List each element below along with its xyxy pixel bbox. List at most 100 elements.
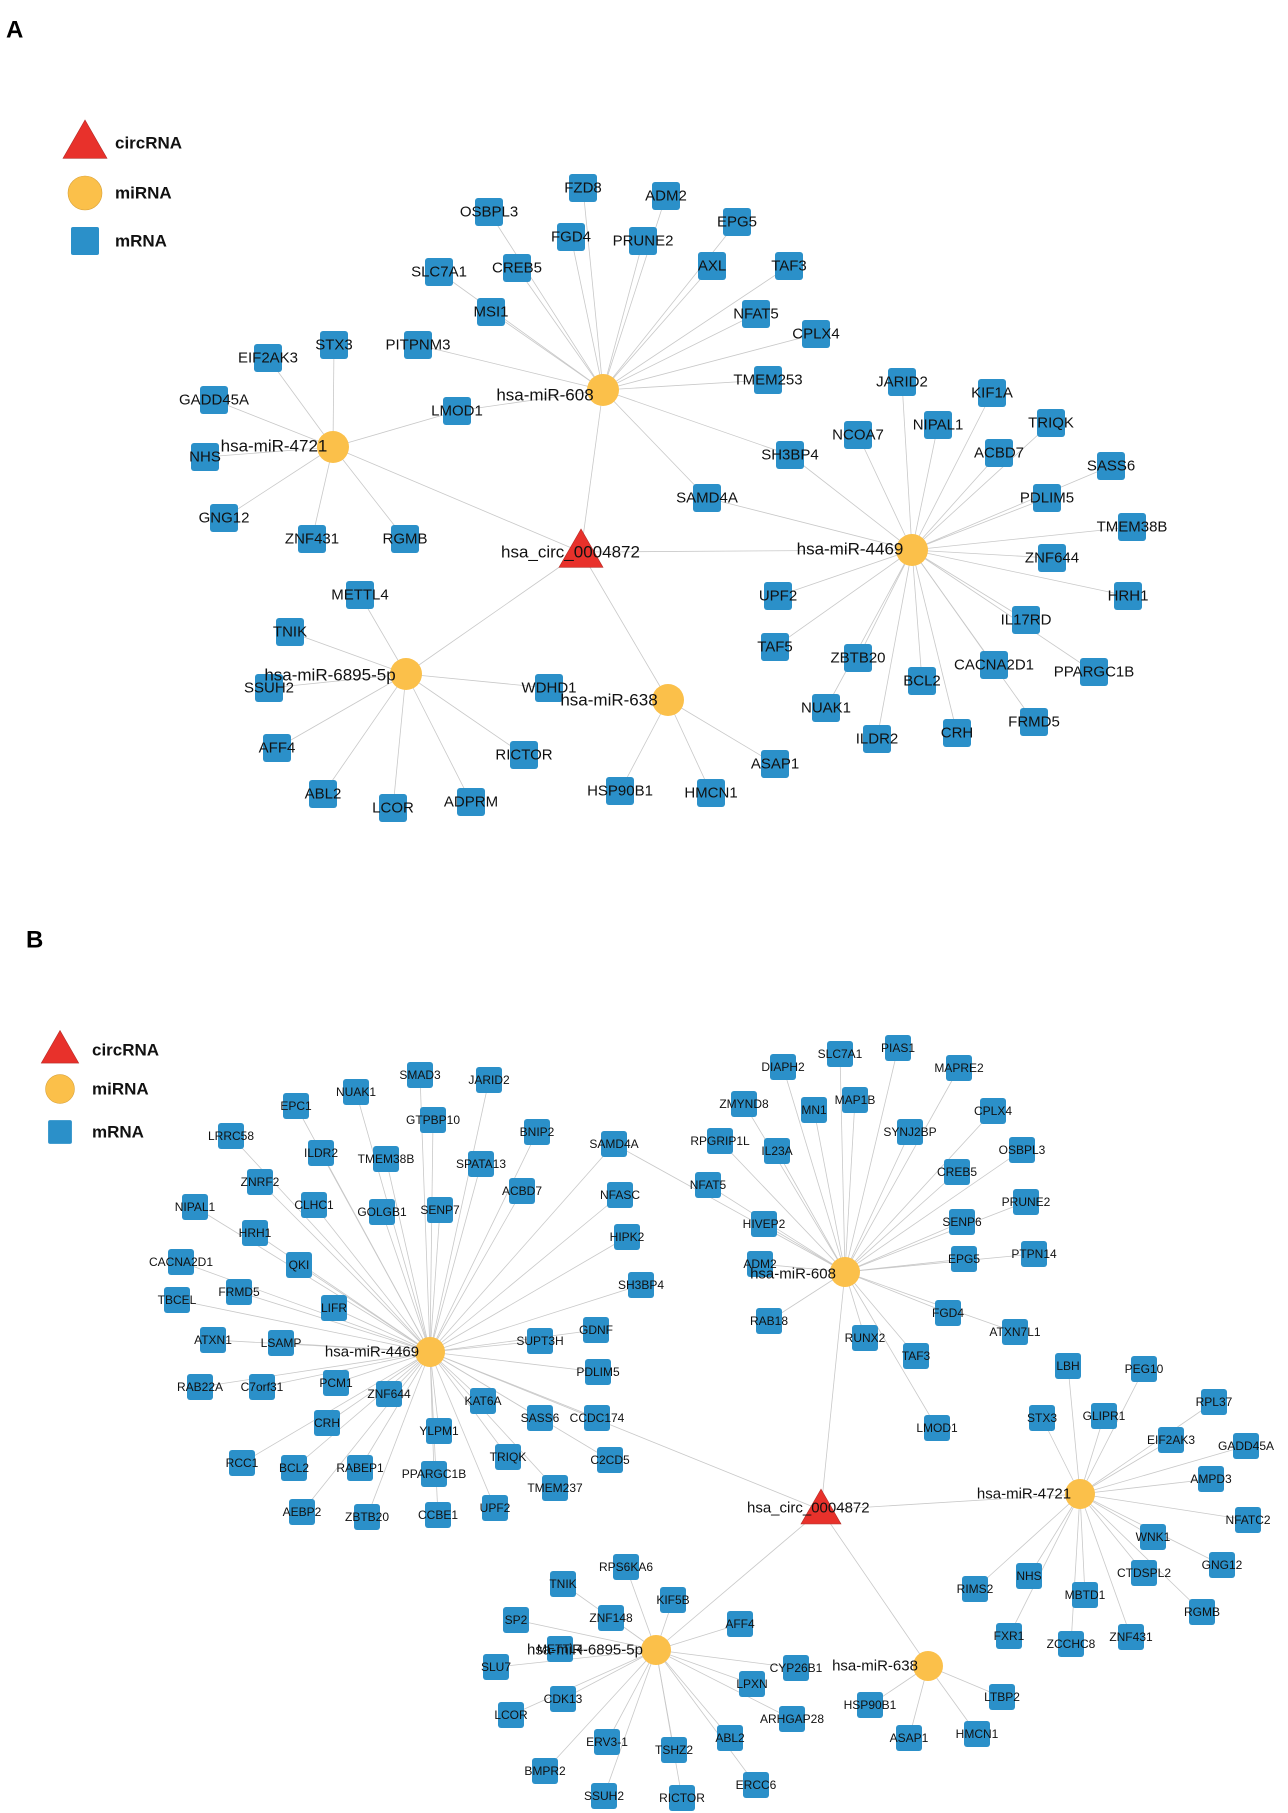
panel-b-mrna-label-atxn1: ATXN1	[194, 1333, 232, 1347]
panel-a-mrna-node-pitpnm3	[404, 331, 432, 359]
panel-b-mrna-node-sass6	[527, 1405, 553, 1431]
panel-a-circrna-node	[558, 528, 604, 568]
panel-a-mrna-node-taf3	[775, 252, 803, 280]
panel-b-mrna-node-upf2	[482, 1495, 508, 1521]
panel-b-mirna-label-hsa-mir-638: hsa-miR-638	[832, 1658, 918, 1675]
panel-a-mrna-node-eif2ak3	[254, 344, 282, 372]
panel-a-edge-hsa-mir-608-sh3bp4	[602, 389, 791, 456]
panel-a-edge-hsa-mir-6895-5p-ssuh2	[268, 673, 407, 689]
panel-b-edge-hsa-mir-4469-rcc1	[241, 1351, 431, 1464]
panel-a-edge-hsa-mir-638-hmcn1	[667, 699, 712, 794]
panel-b-edge-hsa-mir-6895-5p-ercc6	[655, 1649, 757, 1786]
panel-a-mrna-label-abl2: ABL2	[305, 786, 342, 803]
panel-b-edge-hsa-mir-4469-zbtb20	[366, 1351, 431, 1518]
panel-b-edge-hsa-mir-6895-5p-erv3-1	[606, 1649, 657, 1743]
panel-b-mrna-label-tnik: TNIK	[549, 1577, 576, 1591]
panel-a-mrna-label-asap1: ASAP1	[751, 756, 799, 773]
panel-b-mrna-node-senp6	[949, 1209, 975, 1235]
panel-b-mrna-label-aff4: AFF4	[725, 1617, 755, 1631]
panel-b-mrna-label-slc7a1: SLC7A1	[818, 1047, 863, 1061]
panel-b-mrna-label-rgmb: RGMB	[1184, 1605, 1220, 1619]
panel-b-mrna-label-mapre2: MAPRE2	[934, 1061, 984, 1075]
panel-a-mrna-node-wdhd1	[535, 674, 563, 702]
panel-b-edge-hsa-mir-4469-frmd5	[238, 1291, 431, 1353]
panel-b-edge-hsa-mir-608-prune2	[844, 1201, 1027, 1273]
panel-a-mirna-node-hsa-mir-4469	[896, 534, 928, 566]
panel-a-mrna-node-lcor	[379, 794, 407, 822]
panel-a-mrna-node-taf5	[761, 633, 789, 661]
panel-b-mrna-label-il23a: IL23A	[761, 1144, 792, 1158]
panel-b-mrna-label-rpgrip1l: RPGRIP1L	[690, 1134, 750, 1148]
panel-a-mrna-label-nuak1: NUAK1	[801, 700, 851, 717]
panel-b-mrna-node-runx2	[852, 1325, 878, 1351]
panel-b-mrna-node-rgmb	[1189, 1599, 1215, 1625]
panel-a-mirna-node-hsa-mir-608	[587, 374, 619, 406]
panel-b-mrna-node-mapre2	[946, 1055, 972, 1081]
panel-b-edge-hsa-mir-6895-5p-bmpr2	[544, 1649, 657, 1772]
panel-b-mrna-label-mettl4: METTL4	[537, 1642, 583, 1656]
panel-a-mrna-node-bcl2	[908, 667, 936, 695]
panel-a-mirna-label-hsa-mir-4469: hsa-miR-4469	[797, 540, 904, 559]
panel-b-edge-hsa-mir-4721-ctdspl2	[1079, 1493, 1145, 1574]
panel-a-mrna-label-adm2: ADM2	[645, 188, 687, 205]
panel-a-mrna-node-hsp90b1	[606, 777, 634, 805]
panel-b-mrna-label-abl2: ABL2	[715, 1731, 745, 1745]
panel-a-edge-hsa-mir-608-slc7a1	[438, 271, 604, 391]
panel-b-mrna-label-acbd7: ACBD7	[502, 1184, 542, 1198]
panel-b-mrna-label-zcchc8: ZCCHC8	[1047, 1637, 1096, 1651]
panel-b-circrna-node	[800, 1488, 842, 1525]
panel-a-mrna-node-cplx4	[802, 320, 830, 348]
panel-b-mrna-label-senp7: SENP7	[420, 1203, 460, 1217]
panel-a-mrna-label-bcl2: BCL2	[903, 673, 941, 690]
panel-b-mrna-node-qki	[286, 1252, 312, 1278]
panel-a-mrna-node-tmem38b	[1118, 513, 1146, 541]
panel-a-edge-hsa-mir-6895-5p-rictor	[405, 673, 525, 756]
panel-b-mrna-node-ylpm1	[426, 1418, 452, 1444]
panel-a-mrna-node-stx3	[320, 331, 348, 359]
panel-a-mrna-node-znf644	[1038, 544, 1066, 572]
panel-b-edge-hsa-mir-608-ptpn14	[844, 1253, 1035, 1273]
panel-b-mrna-node-rps6ka6	[613, 1554, 639, 1580]
panel-b-mrna-node-arhgap28	[779, 1706, 805, 1732]
panel-a-mirna-label-hsa-mir-4721: hsa-miR-4721	[221, 437, 328, 456]
panel-a-mrna-node-ssuh2	[255, 674, 283, 702]
panel-b-mrna-node-synj2bp	[897, 1119, 923, 1145]
panel-b-mrna-node-pias1	[885, 1035, 911, 1061]
panel-b-edge-hsa-mir-608-senp6	[844, 1221, 963, 1273]
panel-b-mirna-label-hsa-mir-608: hsa-miR-608	[750, 1266, 836, 1283]
panel-a-circrna-label: hsa_circ_0004872	[501, 543, 640, 562]
panel-b-mrna-label-fxr1: FXR1	[994, 1629, 1025, 1643]
panel-b-mrna-label-creb5: CREB5	[937, 1165, 977, 1179]
panel-b-mrna-label-runx2: RUNX2	[845, 1331, 886, 1345]
panel-b-edge-hsa-mir-608-rpgrip1l	[719, 1140, 846, 1273]
panel-b-edge-hsa-mir-608-zmynd8	[743, 1103, 846, 1273]
panel-b-mrna-label-stx3: STX3	[1027, 1411, 1057, 1425]
panel-b-mrna-node-stx3	[1029, 1405, 1055, 1431]
panel-a-mrna-node-axl	[698, 252, 726, 280]
panel-b-circrna-label: hsa_circ_0004872	[747, 1500, 870, 1517]
panel-a-edge-hsa-mir-4469-sass6	[911, 465, 1112, 551]
panel-b-mrna-node-rims2	[962, 1576, 988, 1602]
panel-b-mrna-node-hrh1	[242, 1220, 268, 1246]
panel-a-edge-hsa-mir-4469-upf2	[777, 549, 913, 597]
panel-b-edge-hsa-mir-4469-golgb1	[381, 1211, 431, 1353]
panel-a-mrna-node-il17rd	[1012, 606, 1040, 634]
panel-a-mrna-label-hsp90b1: HSP90B1	[587, 783, 653, 800]
panel-b-mrna-node-lifr	[321, 1295, 347, 1321]
panel-a-mrna-node-tnik	[276, 618, 304, 646]
panel-a-mrna-node-samd4a	[693, 484, 721, 512]
panel-b-edge-hsa-mir-4721-mbtd1	[1079, 1493, 1086, 1596]
panel-b-edge-hsa-mir-4469-triqk	[429, 1351, 509, 1458]
panel-a-edge-hsa-mir-6895-5p-aff4	[276, 673, 407, 749]
panel-a-mrna-label-slc7a1: SLC7A1	[411, 264, 467, 281]
panel-a-mrna-label-crh: CRH	[941, 725, 974, 742]
panel-b-mrna-label-ctdspl2: CTDSPL2	[1117, 1566, 1171, 1580]
panel-b-mrna-node-ildr2	[308, 1140, 334, 1166]
panel-b-mrna-label-sp2: SP2	[505, 1613, 528, 1627]
panel-b-mrna-label-nhs: NHS	[1016, 1569, 1041, 1583]
panel-b-mrna-label-lpxn: LPXN	[736, 1677, 767, 1691]
panel-b-edge-hsa-mir-6895-5p-cyp26b1	[655, 1649, 797, 1669]
panel-a-mrna-node-jarid2	[888, 368, 916, 396]
panel-b-mrna-node-znf644	[376, 1381, 402, 1407]
